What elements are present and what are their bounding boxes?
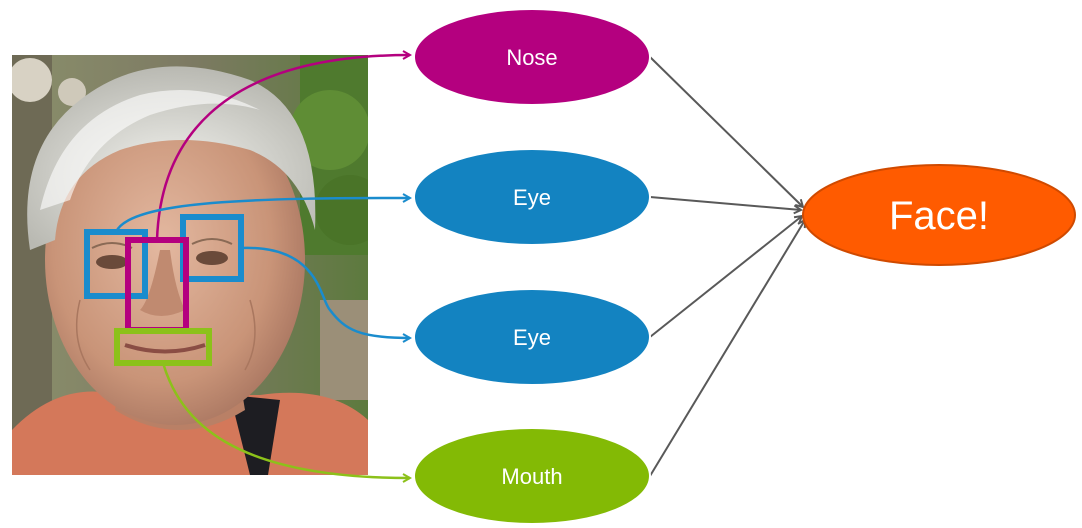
node-eye-2: Eye xyxy=(414,289,650,385)
node-mouth: Mouth xyxy=(414,428,650,524)
edge-mouth-face xyxy=(650,220,805,476)
node-eye-1: Eye xyxy=(414,149,650,245)
node-eye-1-label: Eye xyxy=(513,185,551,210)
edge-nose-face xyxy=(650,57,803,207)
node-face-label: Face! xyxy=(889,194,989,238)
node-nose: Nose xyxy=(414,9,650,105)
edge-eye2-face xyxy=(650,216,802,337)
edge-eye1-face xyxy=(650,197,801,210)
node-eye-2-label: Eye xyxy=(513,325,551,350)
node-nose-label: Nose xyxy=(506,45,557,70)
node-mouth-label: Mouth xyxy=(501,464,562,489)
portrait-photo xyxy=(8,55,385,475)
node-face: Face! xyxy=(803,165,1075,265)
edges-to-face xyxy=(650,57,805,476)
